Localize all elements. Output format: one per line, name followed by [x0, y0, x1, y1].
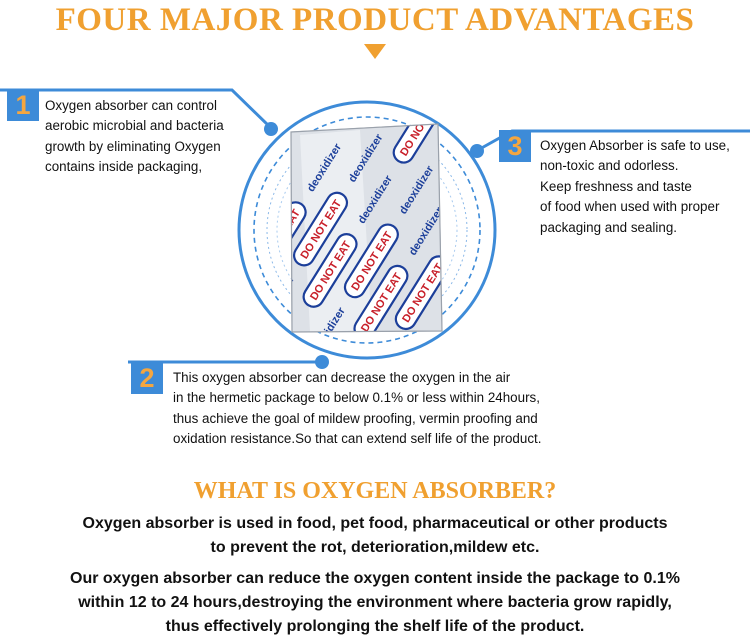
page-title: FOUR MAJOR PRODUCT ADVANTAGES — [55, 2, 695, 38]
advantage-text-1: Oxygen absorber can control aerobic micr… — [45, 98, 224, 175]
title-down-arrow-icon — [364, 44, 386, 59]
connector-line-1 — [0, 88, 273, 130]
svg-text:deoxidizer: deoxidizer — [448, 195, 487, 248]
outer-ring — [237, 100, 497, 360]
advantage-number-3: 3 — [499, 130, 531, 162]
oxygen-absorber-packet: DO NOT EAT deoxidizer DO NOT EAT deoxidi… — [290, 123, 487, 333]
section-title: WHAT IS OXYGEN ABSORBER? — [193, 478, 557, 504]
description-paragraph-2: Our oxygen absorber can reduce the oxyge… — [70, 570, 680, 635]
advantage-text-2: This oxygen absorber can decrease the ox… — [173, 370, 542, 447]
advantage-number-2: 2 — [131, 362, 163, 394]
connector-dot-1 — [264, 122, 278, 136]
dashed-ring-1 — [253, 116, 481, 344]
advantage-number-1: 1 — [7, 89, 39, 121]
advantage-text-3: Oxygen Absorber is safe to use, non-toxi… — [540, 138, 730, 235]
description-paragraph-1: Oxygen absorber is used in food, pet foo… — [82, 515, 668, 556]
connector-dot-2 — [315, 355, 329, 369]
connector-dot-3 — [470, 144, 484, 158]
